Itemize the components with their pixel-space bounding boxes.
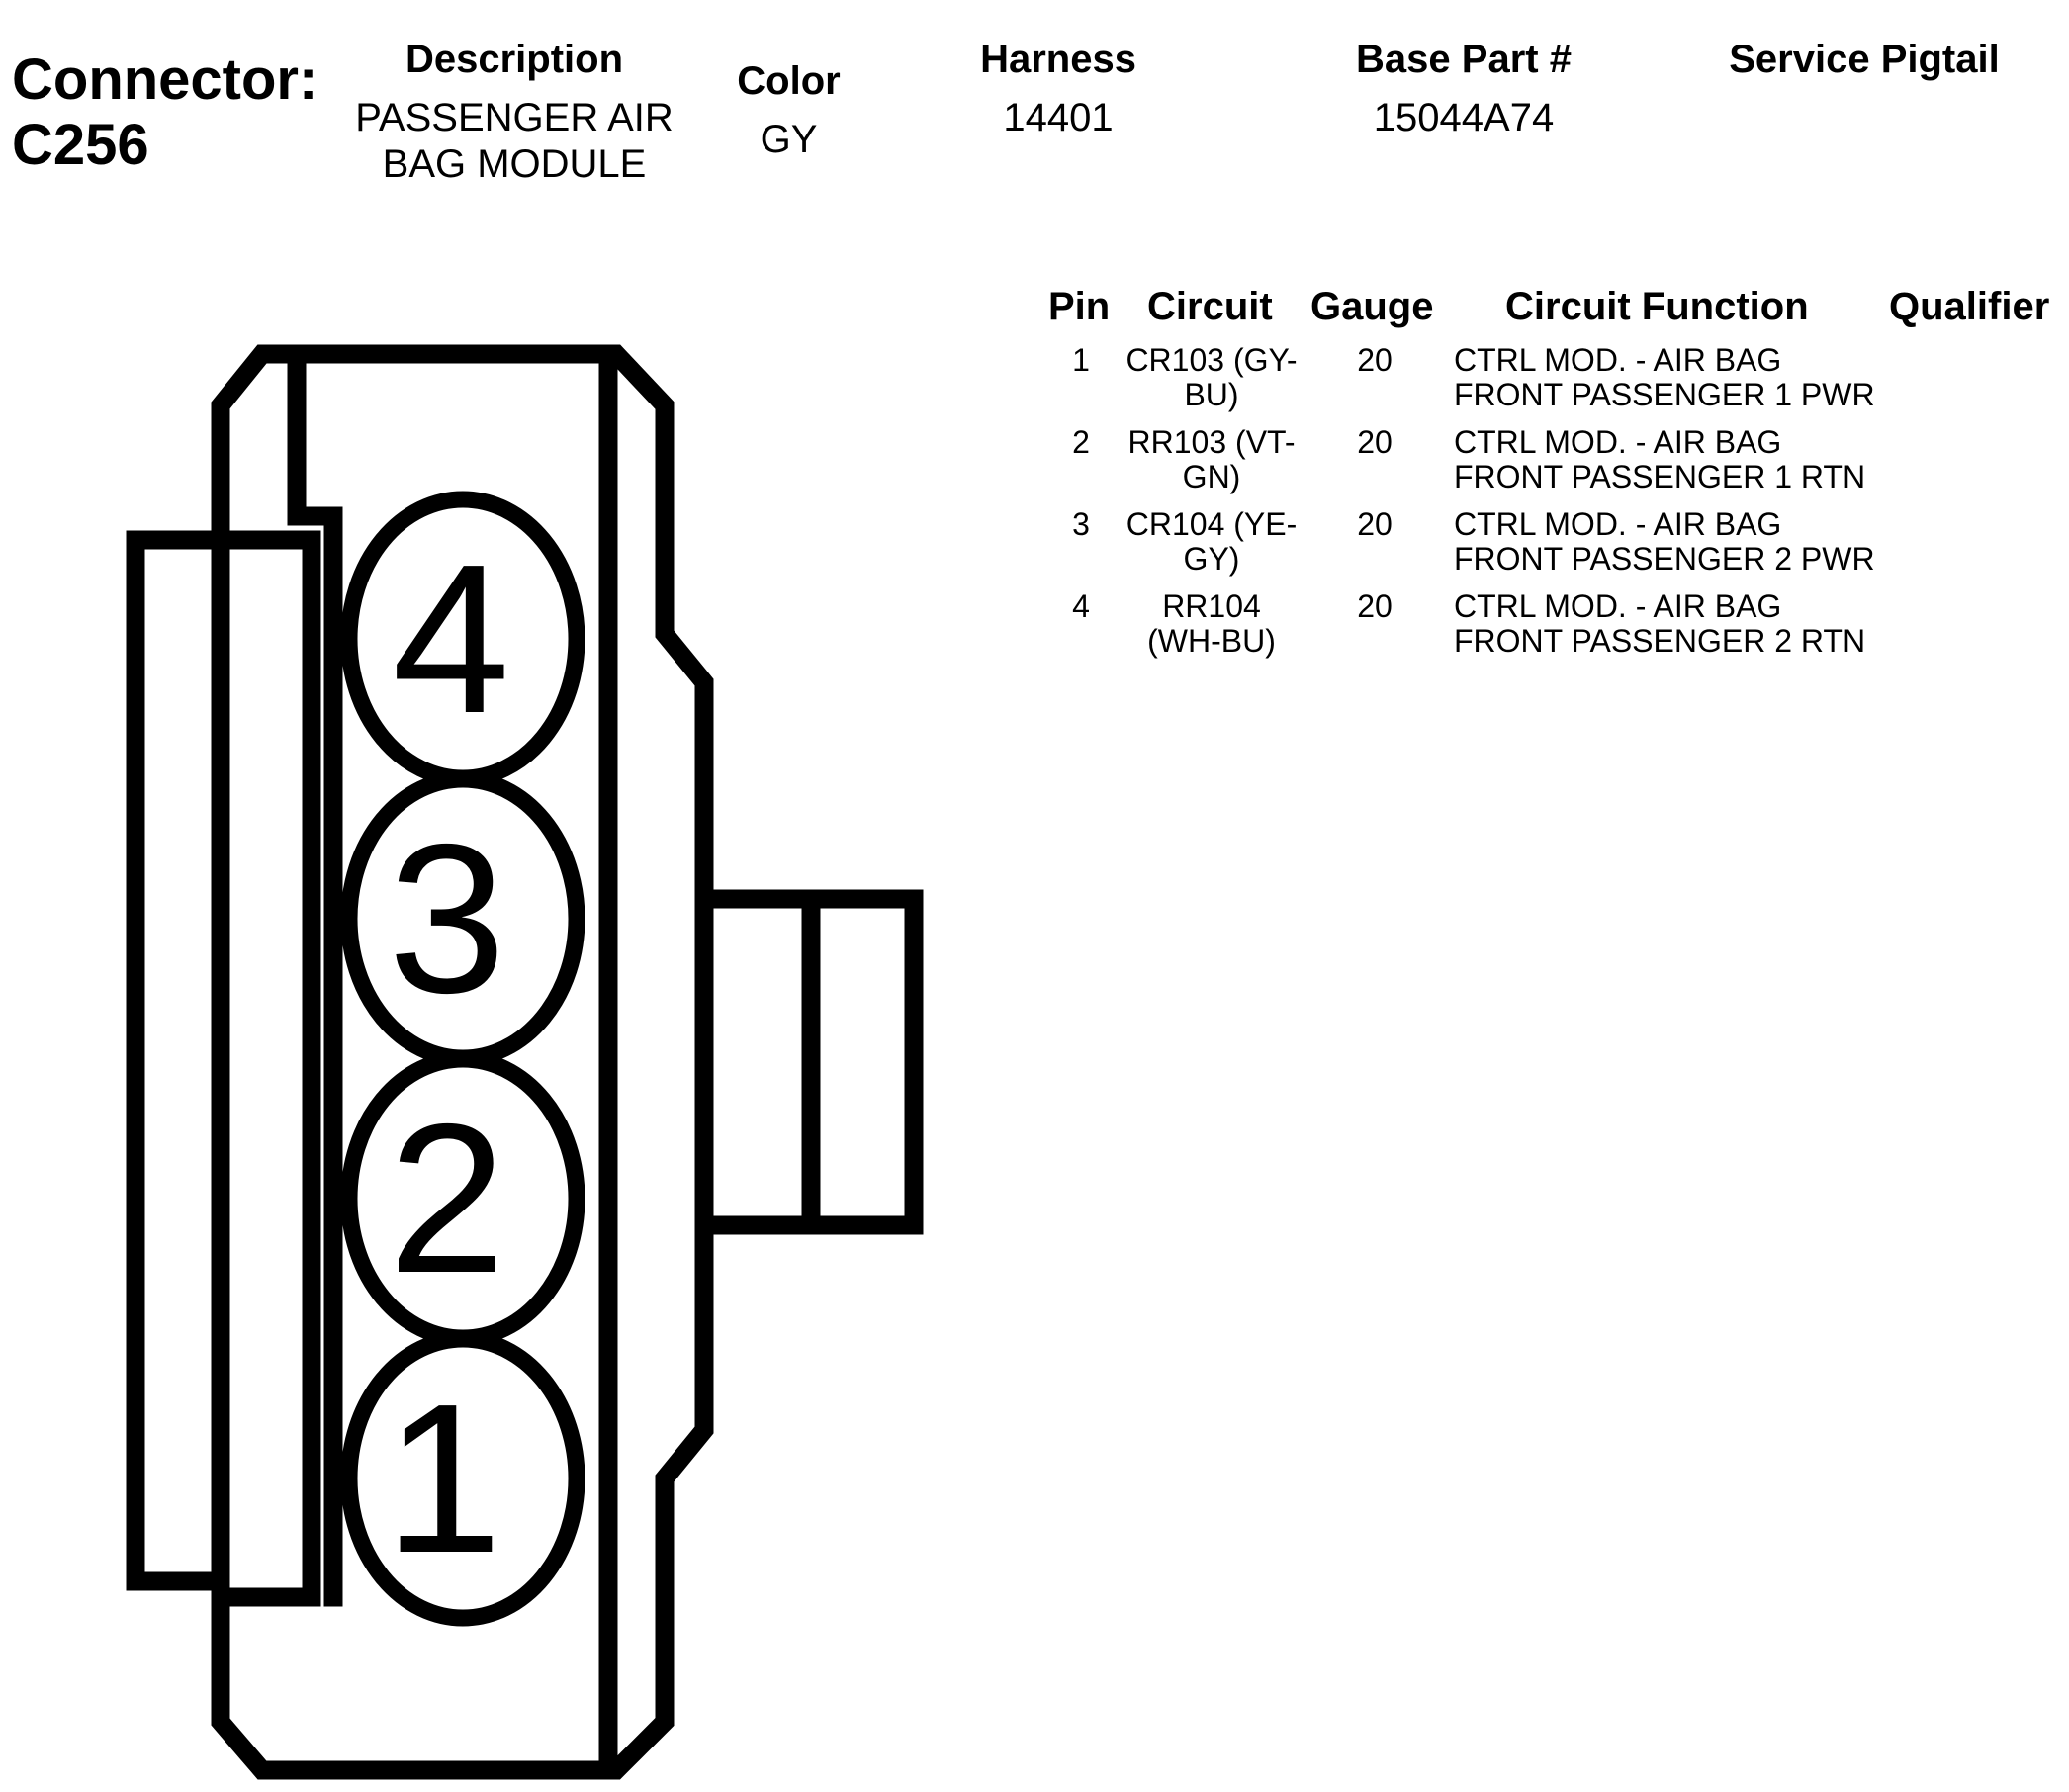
qualifier-column-header: Qualifier bbox=[1889, 285, 2050, 328]
circuit-column-header: Circuit bbox=[1147, 285, 1273, 328]
circuit-line2: (WH-BU) bbox=[1147, 623, 1276, 659]
circuit-id: RR104 (WH-BU) bbox=[1113, 589, 1310, 659]
connector-id: C256 bbox=[12, 113, 149, 177]
function-line2: FRONT PASSENGER 1 PWR bbox=[1454, 377, 1875, 412]
circuit-id: CR104 (YE- GY) bbox=[1113, 507, 1310, 577]
function-line1: CTRL MOD. - AIR BAG bbox=[1454, 342, 1782, 378]
connector-latch-inner bbox=[211, 530, 321, 1607]
gauge-value: 20 bbox=[1357, 588, 1393, 624]
circuit-line1: RR103 (VT- bbox=[1127, 424, 1296, 460]
pin-number: 4 bbox=[1072, 588, 1090, 624]
circuit-line2: GY) bbox=[1183, 541, 1240, 577]
function-line2: FRONT PASSENGER 2 PWR bbox=[1454, 541, 1875, 577]
circuit-function-column-header: Circuit Function bbox=[1505, 285, 1809, 328]
gauge-column-header: Gauge bbox=[1310, 285, 1434, 328]
circuit-line2: GN) bbox=[1182, 459, 1241, 494]
circuit-id: RR103 (VT- GN) bbox=[1113, 425, 1310, 494]
connector-label: Connector: C256 bbox=[12, 47, 317, 178]
function-line1: CTRL MOD. - AIR BAG bbox=[1454, 424, 1782, 460]
pin-number: 2 bbox=[1072, 424, 1090, 460]
color-value: GY bbox=[760, 118, 818, 161]
pin-label-3: 3 bbox=[388, 799, 506, 1037]
circuit-function: CTRL MOD. - AIR BAG FRONT PASSENGER 1 PW… bbox=[1454, 343, 1909, 412]
service-pigtail-header: Service Pigtail bbox=[1729, 38, 2000, 81]
function-line2: FRONT PASSENGER 1 RTN bbox=[1454, 459, 1866, 494]
description-line2: BAG MODULE bbox=[382, 142, 647, 186]
connector-body-outline bbox=[211, 344, 714, 1780]
connector-locking-latch bbox=[126, 530, 230, 1591]
pin-label-2: 2 bbox=[388, 1079, 506, 1317]
circuit-line1: CR104 (YE- bbox=[1125, 506, 1298, 542]
connector-top-step bbox=[287, 351, 343, 1607]
base-part-header: Base Part # bbox=[1356, 38, 1572, 81]
circuit-line1: RR104 bbox=[1162, 588, 1261, 624]
description-header: Description bbox=[405, 38, 624, 81]
harness-header: Harness bbox=[980, 38, 1136, 81]
harness-value: 14401 bbox=[1003, 96, 1114, 139]
description-value: PASSENGER AIR BAG MODULE bbox=[326, 95, 702, 188]
gauge-value: 20 bbox=[1357, 506, 1393, 542]
circuit-line2: BU) bbox=[1184, 377, 1239, 412]
description-line1: PASSENGER AIR bbox=[355, 96, 674, 139]
circuit-function: CTRL MOD. - AIR BAG FRONT PASSENGER 2 RT… bbox=[1454, 589, 1909, 659]
connector-label-line1: Connector: bbox=[12, 47, 318, 112]
pin-cavity-1 bbox=[340, 1330, 585, 1627]
function-line2: FRONT PASSENGER 2 RTN bbox=[1454, 623, 1866, 659]
gauge-value: 20 bbox=[1357, 424, 1393, 460]
function-line1: CTRL MOD. - AIR BAG bbox=[1454, 588, 1782, 624]
circuit-line1: CR103 (GY- bbox=[1125, 342, 1298, 378]
pin-label-1: 1 bbox=[384, 1359, 502, 1597]
function-line1: CTRL MOD. - AIR BAG bbox=[1454, 506, 1782, 542]
circuit-function: CTRL MOD. - AIR BAG FRONT PASSENGER 1 RT… bbox=[1454, 425, 1909, 494]
color-header: Color bbox=[737, 59, 841, 103]
gauge-value: 20 bbox=[1357, 342, 1393, 378]
pin-number: 3 bbox=[1072, 506, 1090, 542]
pin-label-4: 4 bbox=[392, 519, 510, 758]
circuit-id: CR103 (GY- BU) bbox=[1113, 343, 1310, 412]
pin-number: 1 bbox=[1072, 342, 1090, 378]
base-part-value: 15044A74 bbox=[1373, 96, 1555, 139]
pin-column-header: Pin bbox=[1048, 285, 1111, 328]
circuit-function: CTRL MOD. - AIR BAG FRONT PASSENGER 2 PW… bbox=[1454, 507, 1909, 577]
